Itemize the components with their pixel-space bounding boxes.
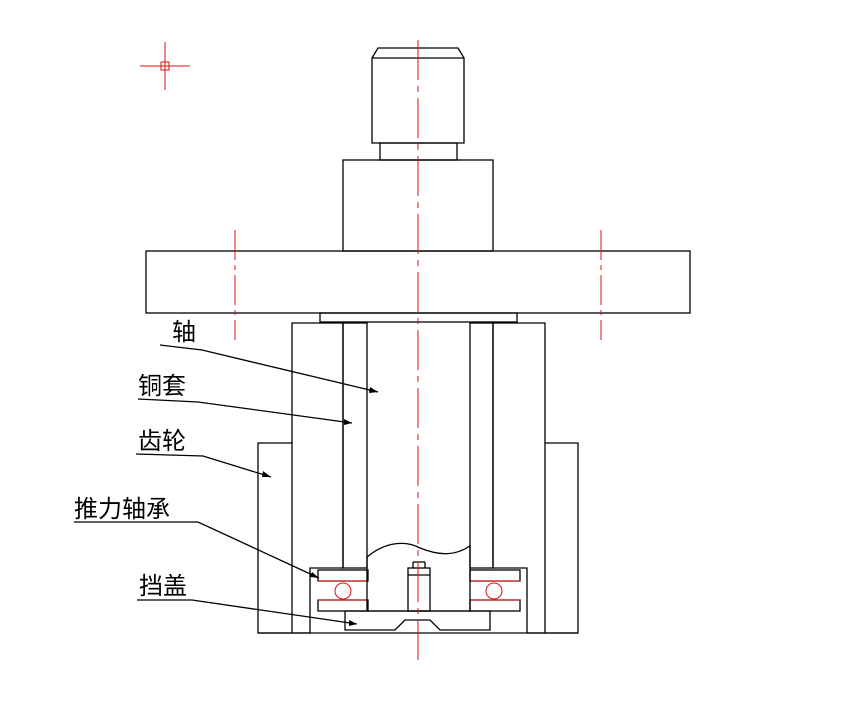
cad-crosshair-icon <box>140 42 190 90</box>
leader-lines <box>74 344 379 626</box>
thrust-bearing-right <box>469 569 521 612</box>
centerlines <box>234 40 602 665</box>
label-gear: 齿轮 <box>138 427 186 455</box>
retaining-cover-section <box>344 610 491 631</box>
thrust-bearing-left <box>317 569 369 612</box>
label-retaining-cover: 挡盖 <box>139 572 187 600</box>
label-copper-sleeve: 铜套 <box>138 372 186 400</box>
copper-sleeve-section <box>342 322 494 569</box>
label-thrust-bearing: 推力轴承 <box>74 495 170 523</box>
label-shaft: 轴 <box>172 318 196 346</box>
